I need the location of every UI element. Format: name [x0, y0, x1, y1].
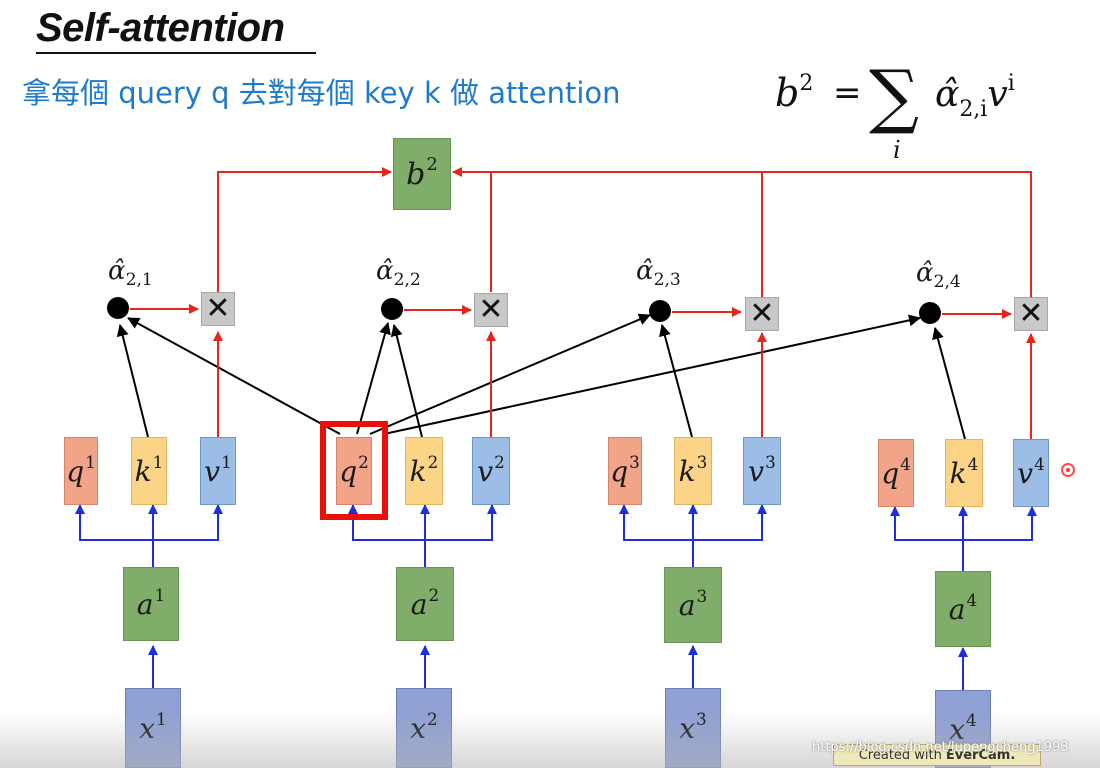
- value-to-multiply-arrows: [213, 331, 1036, 439]
- csdn-watermark: https://blog.csdn.net/lupengcheng1993: [812, 740, 1069, 755]
- key-to-score-arrows: [116, 324, 966, 440]
- alpha-2-1-node: [107, 297, 129, 319]
- query-highlight-frame: [320, 421, 388, 520]
- formula-equals: =: [833, 73, 862, 113]
- alpha-2-4-node: [919, 302, 941, 324]
- formula-alpha: α̂: [935, 74, 959, 115]
- slide-subtitle: 拿每個 query q 去對每個 key k 做 attention: [22, 76, 621, 110]
- multiply-1-icon: ✕: [201, 292, 235, 326]
- formula-v: v: [987, 74, 1007, 115]
- weighted-sum-arrows: [217, 167, 1032, 297]
- svg-text:α̂2,ivi: α̂2,ivi: [935, 71, 1015, 122]
- score-to-multiply-arrows: [130, 304, 1012, 319]
- svg-text:b2: b2: [775, 71, 813, 115]
- alpha-2-3-label: α̂2,3: [636, 256, 681, 291]
- q2-to-alpha22-arrow: [356, 322, 391, 435]
- formula-lhs-sup: 2: [799, 71, 813, 96]
- k4-to-alpha24-arrow: [932, 327, 966, 440]
- k2-to-alpha22-arrow: [390, 324, 423, 438]
- multiply-2-icon: ✕: [474, 293, 508, 327]
- k3-to-alpha23-arrow: [659, 324, 693, 438]
- slide-title: Self-attention: [36, 6, 285, 50]
- multiply-4-icon: ✕: [1014, 297, 1048, 331]
- alpha-2-1-label: α̂2,1: [108, 256, 153, 291]
- formula-sum-index: i: [893, 136, 901, 160]
- a-to-qkv-arrows: [75, 504, 1037, 571]
- formula-alpha-sub: 2,i: [959, 97, 987, 122]
- q2-to-alpha21-arrow: [127, 317, 341, 435]
- q2-to-alpha24-arrow: [383, 314, 921, 435]
- title-underline: [36, 52, 316, 54]
- query-to-score-arrows: [127, 313, 921, 435]
- attention-formula: b2 = ∑ i α̂2,ivi: [775, 60, 1015, 160]
- formula-sigma: ∑: [869, 60, 919, 137]
- multiply-3-icon: ✕: [745, 297, 779, 331]
- alpha-2-2-node: [381, 298, 403, 320]
- alpha-2-4-label: α̂2,4: [916, 258, 961, 293]
- q2-to-alpha23-arrow: [369, 313, 651, 435]
- formula-v-sup: i: [1008, 71, 1015, 96]
- formula-lhs: b: [775, 71, 799, 115]
- laser-pointer-icon: [1061, 463, 1075, 477]
- k1-to-alpha21-arrow: [116, 324, 149, 438]
- x-to-a-arrows: [148, 645, 968, 690]
- alpha-2-3-node: [649, 300, 671, 322]
- alpha-2-2-label: α̂2,2: [376, 256, 421, 291]
